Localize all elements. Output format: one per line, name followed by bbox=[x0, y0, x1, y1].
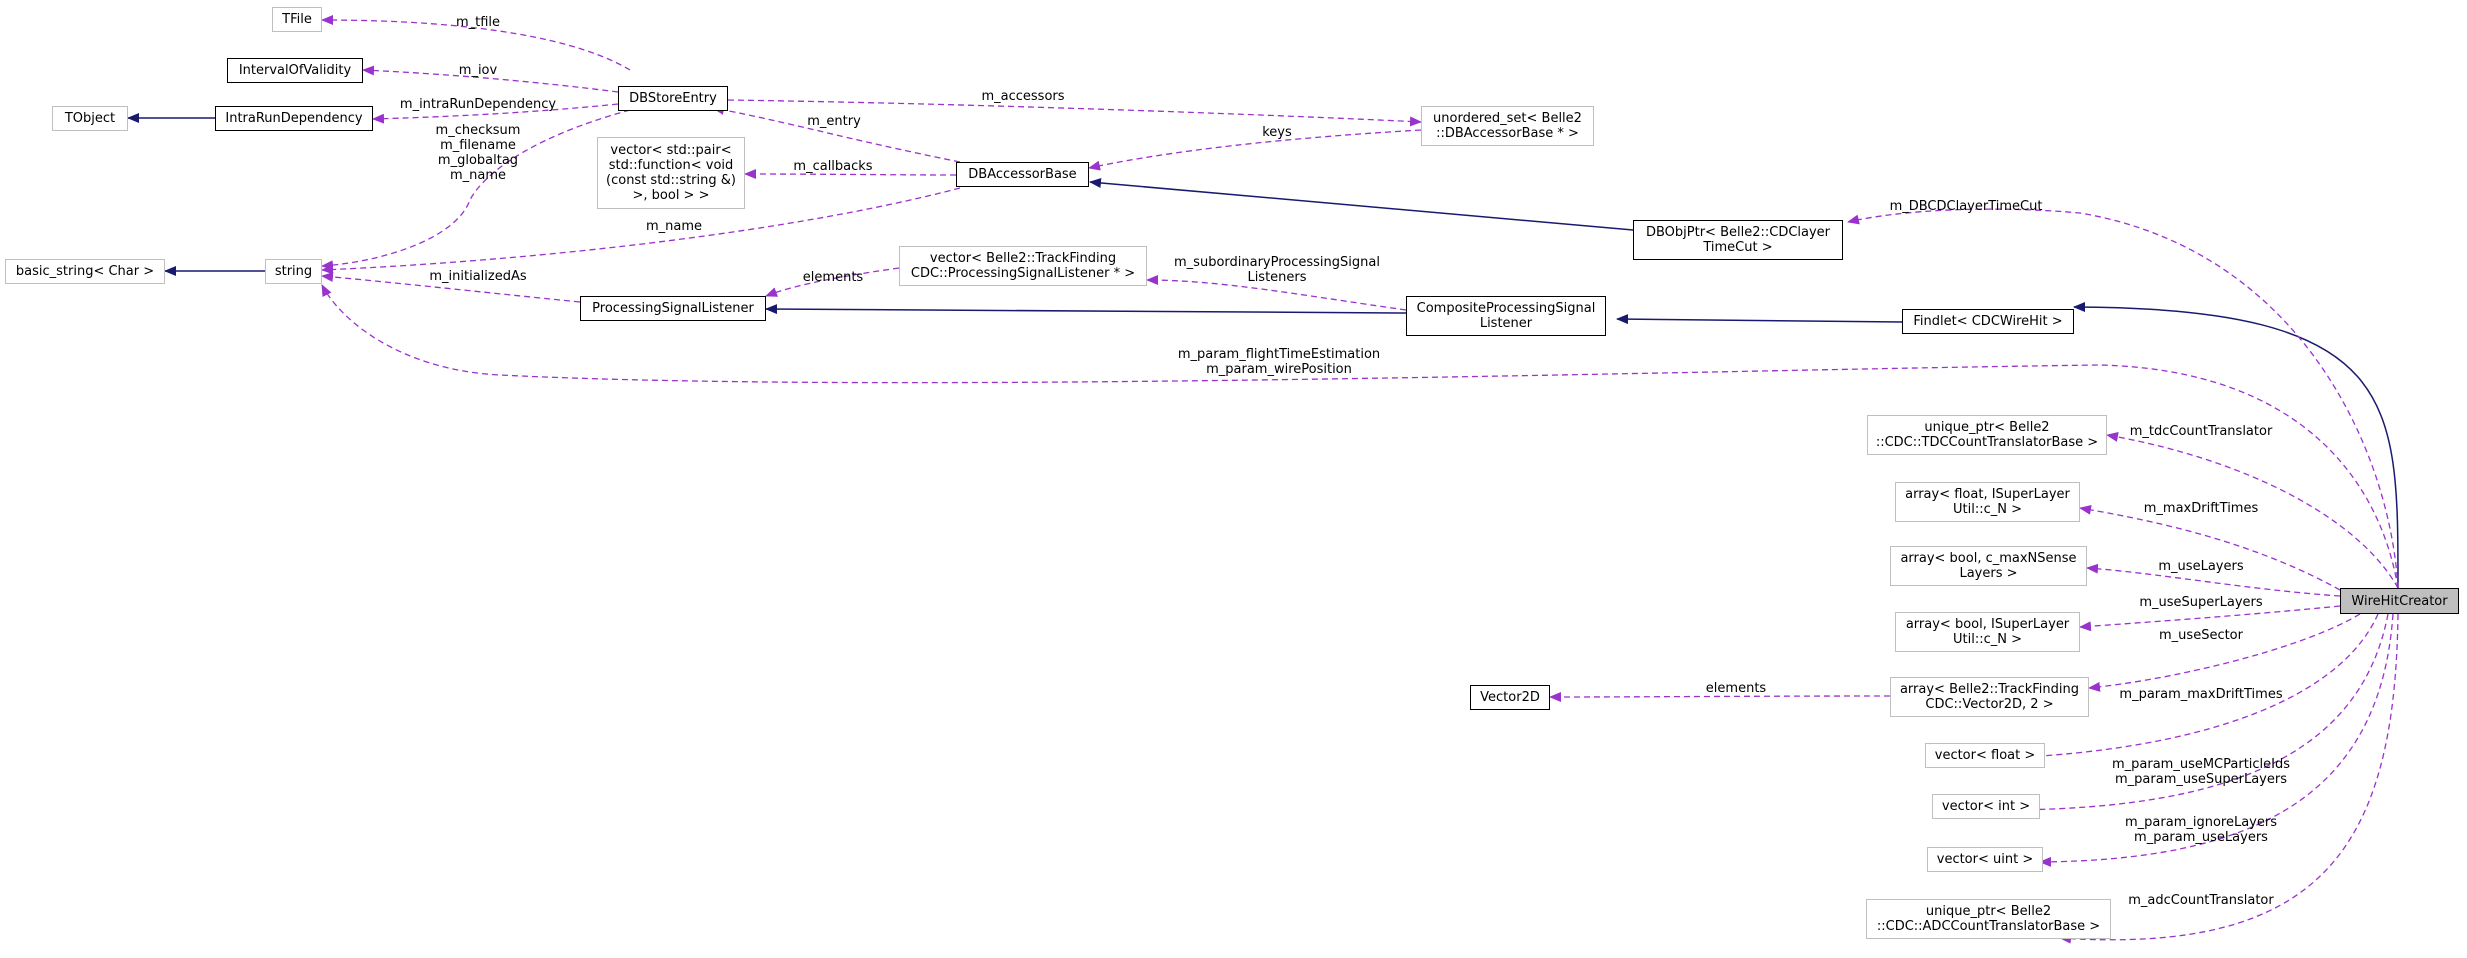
node-intra-run-dependency[interactable]: IntraRunDependency bbox=[215, 106, 373, 131]
node-vector-uint[interactable]: vector< uint > bbox=[1927, 847, 2043, 872]
label-m-param-ignore: m_param_ignoreLayers m_param_useLayers bbox=[2125, 815, 2277, 845]
edge-maxdrift bbox=[2079, 504, 2341, 591]
node-vector-pair[interactable]: vector< std::pair< std::function< void (… bbox=[597, 137, 745, 209]
edge-tfile bbox=[321, 15, 631, 71]
label-m-uselayers: m_useLayers bbox=[2158, 559, 2244, 574]
edge-uselayers bbox=[2086, 563, 2341, 597]
edge-keys bbox=[1088, 129, 1422, 171]
edge-intra bbox=[372, 103, 619, 124]
node-vector-int[interactable]: vector< int > bbox=[1932, 794, 2040, 819]
label-keys: keys bbox=[1262, 125, 1292, 140]
node-processing-signal-listener[interactable]: ProcessingSignalListener bbox=[580, 296, 766, 321]
label-m-accessors: m_accessors bbox=[981, 89, 1065, 104]
edge-usesector bbox=[2088, 613, 2361, 692]
edge-param-maxdrift bbox=[2004, 613, 2379, 763]
node-array-float[interactable]: array< float, ISuperLayer Util::c_N > bbox=[1895, 482, 2080, 522]
edge-findlet-wirehitcreator bbox=[2073, 302, 2399, 589]
edge-elements-v2d bbox=[1549, 691, 1891, 702]
label-m-iov: m_iov bbox=[458, 63, 498, 78]
edge-iov bbox=[362, 65, 619, 93]
label-m-callbacks: m_callbacks bbox=[793, 159, 873, 174]
label-m-usesector: m_useSector bbox=[2159, 628, 2243, 643]
node-unique-tdc[interactable]: unique_ptr< Belle2 ::CDC::TDCCountTransl… bbox=[1867, 415, 2107, 455]
edge-tdc bbox=[2106, 431, 2399, 589]
node-tobject[interactable]: TObject bbox=[52, 106, 128, 131]
node-wire-hit-creator[interactable]: WireHitCreator bbox=[2340, 588, 2459, 614]
label-elements-v2d: elements bbox=[1705, 681, 1767, 696]
edge-composite-findlet bbox=[1616, 314, 1903, 325]
label-m-adc: m_adcCountTranslator bbox=[2128, 893, 2274, 908]
edge-accessors bbox=[727, 99, 1422, 127]
node-db-store-entry[interactable]: DBStoreEntry bbox=[618, 86, 728, 111]
edge-psl-composite bbox=[765, 304, 1407, 315]
node-vector-float[interactable]: vector< float > bbox=[1925, 743, 2045, 768]
node-array-bool-layers[interactable]: array< bool, c_maxNSense Layers > bbox=[1890, 546, 2087, 586]
edge-flighttime bbox=[321, 284, 2399, 589]
node-db-accessor-base[interactable]: DBAccessorBase bbox=[956, 162, 1089, 187]
edge-callbacks bbox=[744, 169, 957, 180]
label-elements-psl: elements bbox=[802, 270, 864, 285]
node-vector2d[interactable]: Vector2D bbox=[1470, 685, 1550, 710]
edge-subordinary bbox=[1146, 275, 1407, 311]
label-m-tfile: m_tfile bbox=[455, 15, 501, 30]
label-m-intra: m_intraRunDependency bbox=[399, 97, 557, 112]
label-m-param-maxdrift: m_param_maxDriftTimes bbox=[2119, 687, 2283, 702]
edge-dbcdclayer bbox=[1847, 208, 2399, 589]
edge-entry bbox=[712, 105, 961, 163]
label-m-name: m_name bbox=[645, 219, 703, 234]
label-m-maxdrift: m_maxDriftTimes bbox=[2143, 501, 2259, 516]
node-interval-of-validity[interactable]: IntervalOfValidity bbox=[227, 58, 363, 83]
node-basic-string[interactable]: basic_string< Char > bbox=[5, 259, 165, 284]
node-unique-adc[interactable]: unique_ptr< Belle2 ::CDC::ADCCountTransl… bbox=[1866, 899, 2111, 939]
node-string[interactable]: string bbox=[265, 259, 322, 284]
edge-adc bbox=[2059, 613, 2399, 944]
edge-name bbox=[321, 187, 961, 275]
label-m-initialized: m_initializedAs bbox=[429, 269, 527, 284]
node-unordered-set[interactable]: unordered_set< Belle2 ::DBAccessorBase *… bbox=[1421, 106, 1594, 146]
label-m-tdc: m_tdcCountTranslator bbox=[2129, 424, 2273, 439]
edge-param-mc bbox=[1999, 613, 2389, 815]
node-composite-psl[interactable]: CompositeProcessingSignal Listener bbox=[1406, 296, 1606, 336]
label-m-usesuper: m_useSuperLayers bbox=[2139, 595, 2263, 610]
label-string-members: m_checksum m_filename m_globaltag m_name bbox=[435, 123, 521, 183]
node-tfile[interactable]: TFile bbox=[272, 7, 322, 32]
label-m-param-mc: m_param_useMCParticleIds m_param_useSupe… bbox=[2111, 757, 2291, 787]
node-array-bool-super[interactable]: array< bool, ISuperLayer Util::c_N > bbox=[1895, 612, 2080, 652]
node-findlet[interactable]: Findlet< CDCWireHit > bbox=[1902, 309, 2074, 334]
node-vector-psl[interactable]: vector< Belle2::TrackFinding CDC::Proces… bbox=[899, 246, 1147, 286]
label-m-dbcdclayer: m_DBCDClayerTimeCut bbox=[1889, 199, 2043, 214]
edge-elements-psl bbox=[765, 267, 900, 297]
edge-usesuper bbox=[2079, 605, 2341, 632]
node-array-vector2d[interactable]: array< Belle2::TrackFinding CDC::Vector2… bbox=[1890, 677, 2089, 717]
label-m-entry: m_entry bbox=[807, 114, 861, 129]
edge-initialized bbox=[321, 271, 581, 303]
label-m-subordinary: m_subordinaryProcessingSignal Listeners bbox=[1174, 255, 1380, 285]
label-flighttime: m_param_flightTimeEstimation m_param_wir… bbox=[1177, 347, 1381, 377]
edge-dbaccessor-dbobjptr bbox=[1089, 177, 1634, 231]
node-dbobjptr[interactable]: DBObjPtr< Belle2::CDClayer TimeCut > bbox=[1633, 220, 1843, 260]
edge-param-ignore bbox=[2039, 613, 2394, 867]
